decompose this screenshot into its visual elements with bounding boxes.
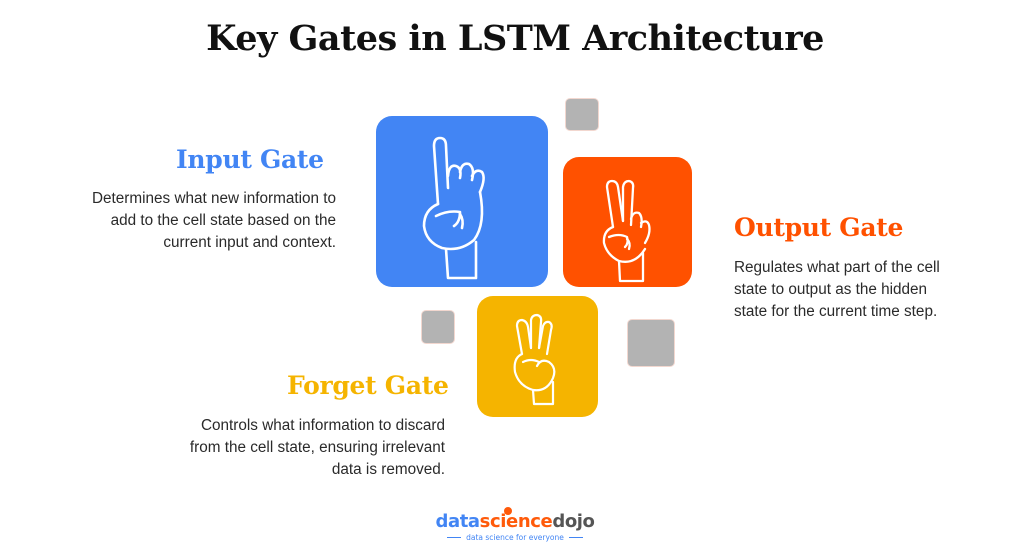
desc-line: state for the current time step. [734,303,938,320]
logo-dot-icon [504,507,512,515]
brand-logo: datasciencedojo data science for everyon… [430,507,600,542]
desc-line: Controls what information to discard [200,417,445,434]
output-gate-card [563,157,692,287]
page-title: Key Gates in LSTM Architecture [206,18,824,59]
desc-line: current input and context. [163,234,336,251]
logo-wordmark: datasciencedojo [430,507,600,532]
two-finger-hand-icon [602,179,651,283]
logo-tagline: data science for everyone [430,533,600,542]
desc-line: state to output as the hidden [734,281,928,298]
desc-line: data is removed. [331,461,445,478]
one-finger-hand-icon [422,136,485,280]
decorative-square [628,320,674,366]
output-gate-description: Regulates what part of the cell state to… [734,257,1014,323]
input-gate-heading: Input Gate [176,145,324,174]
forget-gate-description: Controls what information to discard fro… [130,415,445,481]
three-finger-hand-icon [513,313,556,406]
desc-line: add to the cell state based on the [110,212,336,229]
desc-line: from the cell state, ensuring irrelevant [189,439,445,456]
input-gate-card [376,116,548,287]
output-gate-heading: Output Gate [734,213,904,242]
decorative-square [422,311,454,343]
input-gate-description: Determines what new information to add t… [30,188,336,254]
forget-gate-heading: Forget Gate [287,371,449,400]
desc-line: Determines what new information to [91,190,336,207]
desc-line: Regulates what part of the cell [734,259,940,276]
forget-gate-card [477,296,598,417]
decorative-square [566,99,598,130]
divider [568,537,583,538]
divider [447,537,462,538]
